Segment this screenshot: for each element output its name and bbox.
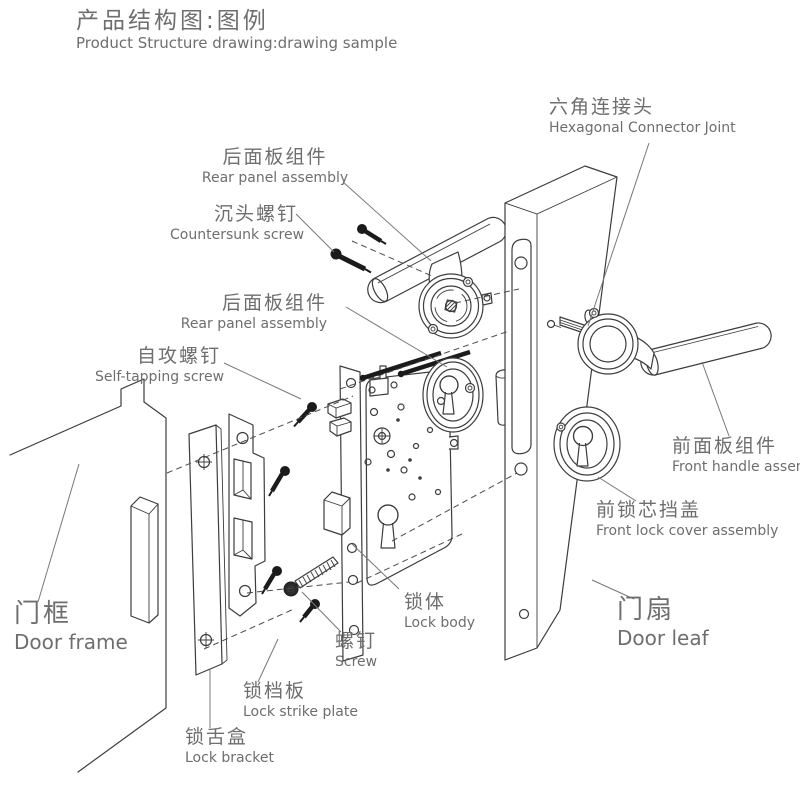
label-en: Screw — [335, 653, 378, 670]
countersunk-screw — [357, 224, 387, 245]
label-self-tapping-screw: 自攻螺钉 Self-tapping screw — [95, 345, 225, 385]
leader-countersunk-screw — [295, 213, 335, 253]
label-en: Countersunk screw — [170, 226, 305, 243]
label-zh: 锁档板 — [243, 680, 307, 702]
door-leaf-drawing — [504, 165, 618, 661]
lock-body-drawing — [323, 365, 459, 662]
label-door-frame: 门框 Door frame — [14, 599, 128, 654]
self-tapping-screw — [293, 402, 317, 428]
label-rear-panel-assembly-1: 后面板组件 Rear panel assembly — [200, 146, 350, 186]
label-lock-strike-plate: 锁档板 Lock strike plate — [243, 680, 358, 720]
label-en: Door leaf — [617, 625, 709, 650]
self-tapping-screw — [299, 599, 320, 623]
leader-door-frame — [37, 463, 80, 603]
door-frame-drawing — [9, 378, 167, 773]
label-hexagonal-connector-joint: 六角连接头 Hexagonal Connector Joint — [549, 96, 736, 136]
label-zh: 锁舌盒 — [185, 726, 249, 748]
leader-self-tapping-screw — [223, 362, 302, 400]
countersunk-screw — [330, 248, 372, 274]
rear-handle-assembly-drawing — [367, 216, 507, 339]
label-zh: 螺钉 — [335, 630, 378, 652]
label-en: Self-tapping screw — [95, 368, 225, 385]
label-zh: 门框 — [14, 599, 73, 629]
label-zh: 后面板组件 — [221, 292, 327, 314]
page-title: 产品结构图:图例 Product Structure drawing:drawi… — [76, 8, 397, 53]
label-en: Rear panel assembly — [180, 315, 327, 332]
label-lock-bracket: 锁舌盒 Lock bracket — [185, 726, 275, 766]
page-title-en: Product Structure drawing:drawing sample — [76, 34, 398, 53]
leader-strike-plate — [257, 638, 279, 683]
label-countersunk-screw: 沉头螺钉 Countersunk screw — [170, 203, 305, 243]
label-zh: 前面板组件 — [672, 435, 778, 457]
label-zh: 锁体 — [404, 591, 447, 613]
label-front-lock-cover-assembly: 前锁芯挡盖 Front lock cover assembly — [596, 499, 779, 539]
self-tapping-screw — [268, 466, 290, 497]
label-lock-body: 锁体 Lock body — [404, 591, 475, 631]
leader-front-handle — [701, 361, 730, 437]
leader-hexagonal-connector — [587, 142, 650, 327]
label-zh: 前锁芯挡盖 — [596, 499, 702, 521]
machine-screw-drawing — [283, 556, 339, 597]
lock-strike-plate-drawing — [228, 413, 266, 617]
leader-rear-panel-1 — [342, 181, 432, 262]
through-bolts-drawing — [359, 349, 471, 382]
label-door-leaf: 门扇 Door leaf — [617, 595, 709, 650]
label-zh: 六角连接头 — [549, 96, 655, 118]
label-screw: 螺钉 Screw — [335, 630, 378, 670]
leader-lock-body — [351, 543, 400, 590]
page-title-zh: 产品结构图:图例 — [76, 8, 269, 34]
lock-bracket-plate-drawing — [188, 424, 228, 676]
countersunk-screws-drawing — [330, 224, 387, 274]
label-en: Door frame — [14, 629, 128, 654]
label-en: Lock strike plate — [243, 703, 358, 720]
label-front-handle-assembly: 前面板组件 Front handle assembly — [672, 435, 800, 475]
label-en: Lock bracket — [185, 749, 275, 766]
leader-screw — [301, 591, 342, 633]
label-zh: 门扇 — [617, 595, 676, 625]
leader-rear-panel-2 — [345, 306, 448, 368]
label-en: Lock body — [404, 614, 475, 631]
rear-lock-cover-drawing — [422, 357, 484, 433]
label-en: Front handle assembly — [672, 458, 800, 475]
leader-lines — [37, 142, 730, 728]
label-zh: 后面板组件 — [222, 146, 328, 168]
label-en: Front lock cover assembly — [596, 522, 779, 539]
self-tapping-screw — [261, 566, 282, 595]
front-lock-cover-drawing — [553, 406, 621, 482]
assembly-axis-lines — [166, 240, 520, 650]
self-tapping-screws-drawing — [261, 402, 320, 623]
label-en: Hexagonal Connector Joint — [549, 119, 736, 136]
label-rear-panel-assembly-2: 后面板组件 Rear panel assembly — [175, 292, 327, 332]
lock-bracket-box-drawing — [130, 496, 159, 624]
leader-front-lock-cover — [597, 476, 637, 502]
label-en: Rear panel assembly — [201, 169, 349, 186]
label-zh: 沉头螺钉 — [213, 203, 298, 225]
label-zh: 自攻螺钉 — [136, 345, 221, 367]
front-handle-assembly-drawing — [546, 307, 772, 376]
leader-door-leaf — [591, 579, 635, 600]
